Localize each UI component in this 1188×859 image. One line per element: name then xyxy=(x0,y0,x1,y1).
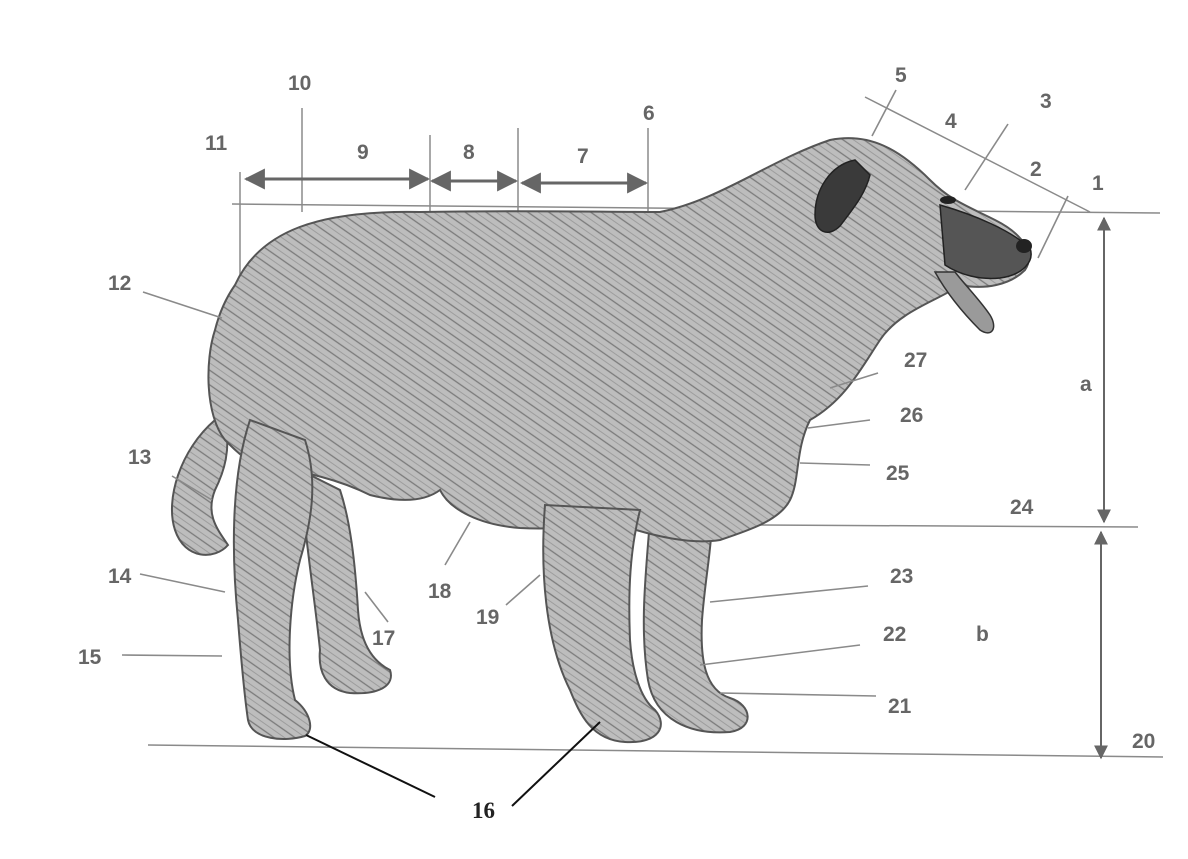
leader-16-front xyxy=(512,722,600,806)
label-16: 16 xyxy=(472,798,495,823)
dog-hind-leg-near xyxy=(234,420,312,739)
leader-5 xyxy=(872,90,896,136)
elbow-reference xyxy=(760,525,1138,527)
label-21: 21 xyxy=(888,695,912,718)
label-11: 11 xyxy=(205,132,228,155)
label-14: 14 xyxy=(108,565,132,588)
label-26: 26 xyxy=(900,404,923,427)
leader-3 xyxy=(965,124,1008,190)
label-15: 15 xyxy=(78,646,102,669)
leader-17 xyxy=(365,592,388,622)
label-9: 9 xyxy=(357,141,369,164)
dog-illustration xyxy=(172,138,1032,742)
dog-eye xyxy=(940,196,956,204)
label-6: 6 xyxy=(643,102,655,125)
label-20: 20 xyxy=(1132,730,1155,753)
label-13: 13 xyxy=(128,446,151,469)
dog-hind-leg-far xyxy=(300,470,391,693)
leader-2 xyxy=(1038,196,1068,258)
dog-nose xyxy=(1016,239,1032,253)
label-18: 18 xyxy=(428,580,452,603)
label-10: 10 xyxy=(288,72,311,95)
leader-14 xyxy=(140,574,225,592)
leader-18 xyxy=(445,522,470,565)
label-22: 22 xyxy=(883,623,906,646)
label-4: 4 xyxy=(945,110,957,133)
dog-tail xyxy=(172,420,228,555)
leader-23 xyxy=(710,586,868,602)
height-arrows xyxy=(1101,218,1104,758)
dog-front-leg-far xyxy=(644,520,748,732)
label-5: 5 xyxy=(895,64,907,87)
leader-25 xyxy=(800,463,870,465)
segment-arrows xyxy=(246,179,646,183)
label-a: a xyxy=(1080,373,1092,396)
label-2: 2 xyxy=(1030,158,1042,181)
label-8: 8 xyxy=(463,141,475,164)
label-23: 23 xyxy=(890,565,913,588)
label-17: 17 xyxy=(372,627,395,650)
leader-15 xyxy=(122,655,222,656)
label-19: 19 xyxy=(476,606,499,629)
leader-26 xyxy=(808,420,870,428)
label-7: 7 xyxy=(577,145,589,168)
label-b: b xyxy=(976,623,989,646)
label-25: 25 xyxy=(886,462,910,485)
ground-reference xyxy=(148,745,1163,757)
label-12: 12 xyxy=(108,272,131,295)
label-24: 24 xyxy=(1010,496,1034,519)
label-1: 1 xyxy=(1092,172,1104,195)
leader-12 xyxy=(143,292,222,318)
paw-leaders xyxy=(306,722,600,806)
leader-19 xyxy=(506,575,540,605)
label-27: 27 xyxy=(904,349,927,372)
label-3: 3 xyxy=(1040,90,1052,113)
leader-21 xyxy=(720,693,876,696)
leader-22 xyxy=(700,645,860,665)
leader-16-hind xyxy=(306,735,435,797)
